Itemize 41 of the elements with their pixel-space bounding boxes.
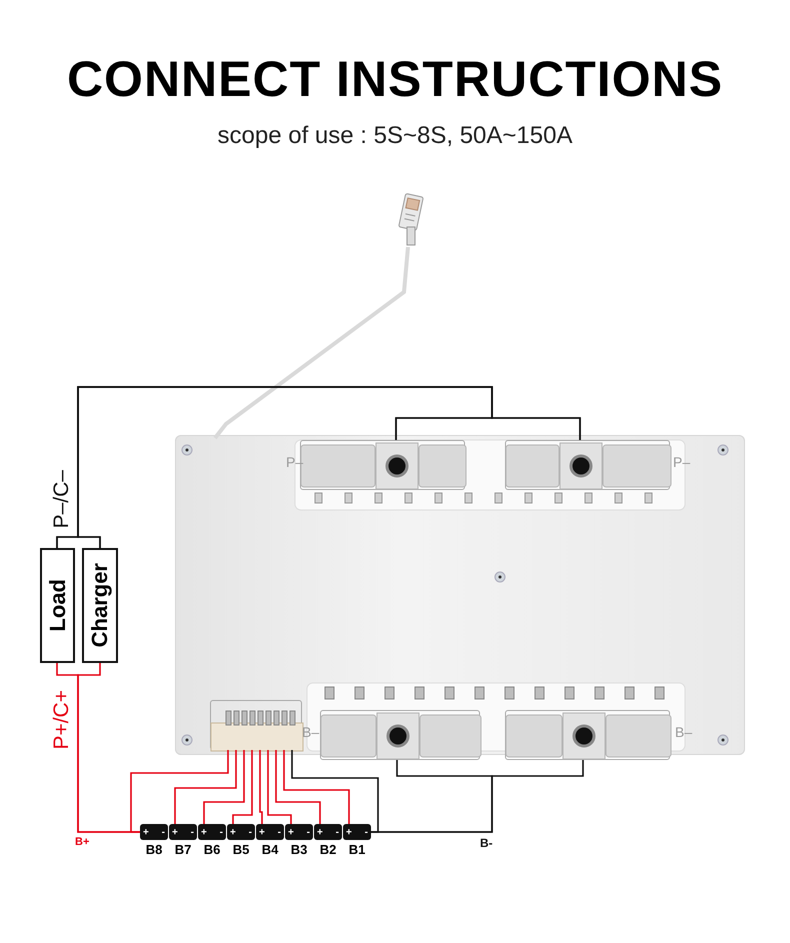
wire (203, 750, 245, 824)
wire (259, 750, 263, 824)
battery-cell: + - (140, 824, 168, 840)
cell-label: B6 (202, 842, 222, 857)
wire (267, 750, 292, 824)
cell-label: B8 (144, 842, 164, 857)
device-box (40, 548, 75, 663)
wire (291, 750, 379, 833)
battery-cell: + - (314, 824, 342, 840)
device-label: Load (44, 579, 70, 632)
terminal-pad (320, 710, 480, 760)
battery-cell: + - (256, 824, 284, 840)
wire-label: B- (480, 836, 493, 850)
board-marking: P– (673, 454, 690, 470)
sensor-cable (213, 246, 410, 440)
terminal-label: B+ (75, 836, 90, 848)
device-box (82, 548, 118, 663)
device-label: Charger (87, 563, 113, 648)
wire (283, 750, 350, 824)
cell-label: B1 (348, 842, 366, 857)
battery-cell: + - (198, 824, 226, 840)
balance-connector (210, 700, 302, 750)
wire (174, 750, 237, 824)
subtitle: scope of use : 5S~8S, 50A~150A (216, 122, 574, 150)
wire (130, 750, 229, 833)
board-marking: B– (675, 724, 692, 740)
battery-cell: + - (227, 824, 255, 840)
wire (275, 750, 321, 824)
cell-label: B4 (260, 842, 280, 857)
battery-cell: + - (285, 824, 313, 840)
cell-label: B2 (318, 842, 338, 857)
terminal-pad (505, 440, 670, 490)
wire (232, 750, 253, 824)
title: CONNECT INSTRUCTIONS (66, 50, 724, 108)
battery-cell: + - (343, 824, 371, 840)
terminal-pad (505, 710, 670, 760)
cell-label: B7 (174, 842, 192, 857)
cell-label: B5 (232, 842, 250, 857)
cell-label: B3 (290, 842, 308, 857)
temperature-sensor-picture (398, 195, 424, 247)
battery-cell: + - (169, 824, 197, 840)
